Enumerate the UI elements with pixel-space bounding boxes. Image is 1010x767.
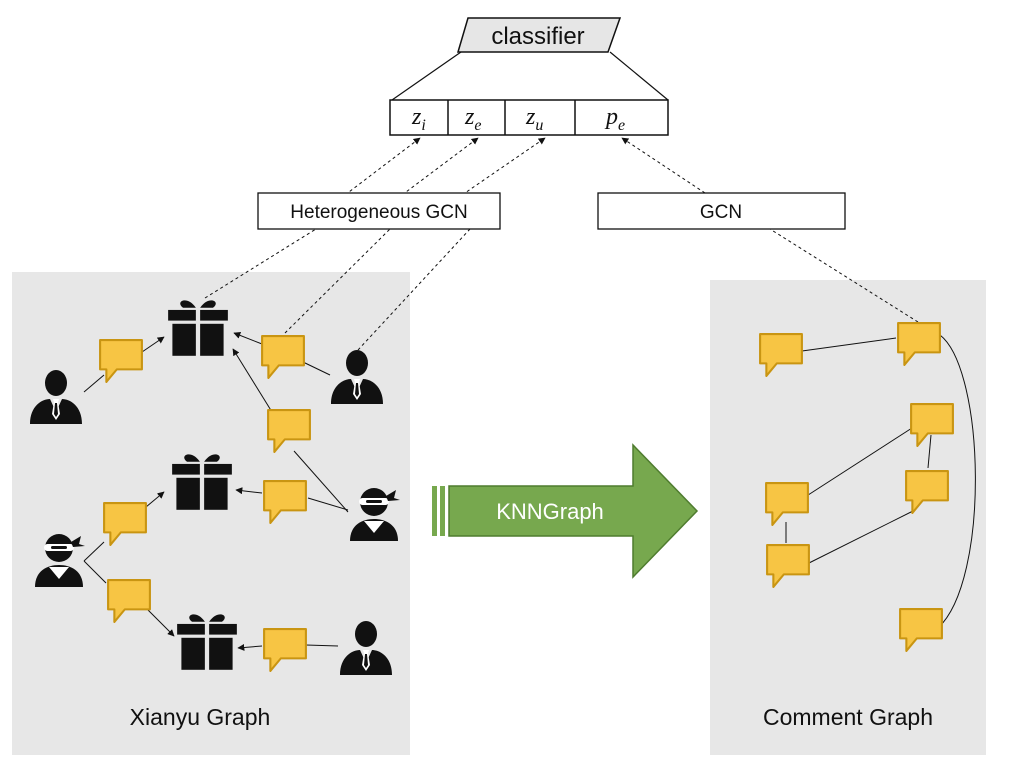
gcn-box [597, 192, 846, 230]
hetero-gcn-label: Heterogeneous GCN [290, 202, 467, 223]
comment-graph-label: Comment Graph [763, 704, 933, 730]
gcn-label: GCN [700, 202, 742, 223]
comment-graph-edges [785, 334, 976, 629]
classifier-box [456, 17, 622, 53]
embedding-zi: zi [411, 104, 426, 134]
hetero-gcn-box [257, 192, 501, 230]
classifier-connectors [391, 51, 669, 101]
xianyu-graph-edges [83, 332, 349, 651]
classifier-label: classifier [491, 23, 584, 50]
embedding-ze: ze [464, 104, 481, 134]
classifier-block: classifier [456, 17, 622, 53]
knngraph-arrow: KNNGraph [432, 443, 699, 579]
gcn-block: GCN [597, 192, 846, 230]
knngraph-label: KNNGraph [496, 499, 604, 524]
embedding-zu: zu [525, 104, 543, 134]
xianyu-graph-label: Xianyu Graph [130, 704, 271, 730]
embedding-pe: pe [604, 104, 625, 134]
embedding-vector: zi ze zu pe [389, 99, 669, 136]
encoder-input-lines [204, 228, 919, 351]
embedding-arrows [344, 137, 706, 196]
comment-graph-panel [710, 280, 986, 755]
hetero-gcn-block: Heterogeneous GCN [257, 192, 501, 230]
